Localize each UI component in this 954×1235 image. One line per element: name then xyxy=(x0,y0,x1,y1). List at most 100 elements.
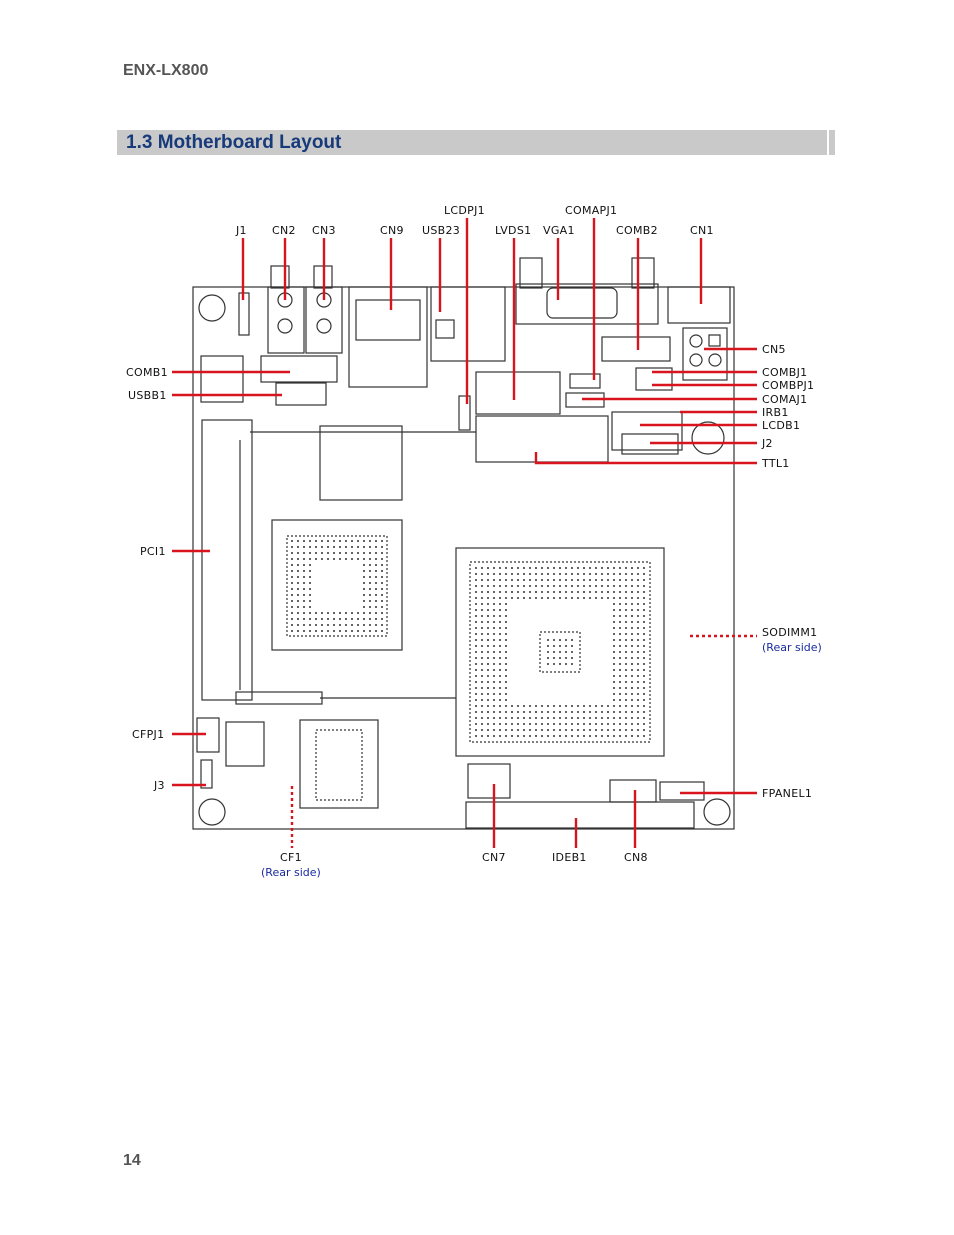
bga-pin xyxy=(625,681,627,683)
section-heading-bar: 1.3 Motherboard Layout xyxy=(117,130,835,155)
bga-pin xyxy=(595,585,597,587)
bga-pin xyxy=(309,546,311,548)
bga-pin xyxy=(643,657,645,659)
bga-pin xyxy=(541,573,543,575)
bga-pin xyxy=(613,621,615,623)
bga-pin xyxy=(619,615,621,617)
bga-pin xyxy=(595,591,597,593)
bga-pin xyxy=(577,567,579,569)
bga-pin xyxy=(291,558,293,560)
label-comaj1: COMAJ1 xyxy=(762,393,807,406)
bga-pin xyxy=(619,591,621,593)
bga-pin xyxy=(327,612,329,614)
bga-pin xyxy=(321,624,323,626)
bga-pin xyxy=(577,735,579,737)
mounting-hole xyxy=(198,294,226,322)
label-ttl1: TTL1 xyxy=(761,457,790,470)
bga-pin xyxy=(291,606,293,608)
bga-pin xyxy=(505,687,507,689)
bga-pin xyxy=(505,699,507,701)
bga-pin xyxy=(315,552,317,554)
bga-pin xyxy=(553,591,555,593)
bga-pin xyxy=(523,579,525,581)
bga-pin xyxy=(511,723,513,725)
bga-pin xyxy=(625,567,627,569)
bga-pin xyxy=(493,591,495,593)
bga-pin xyxy=(369,606,371,608)
bga-pin xyxy=(381,546,383,548)
bga-pin xyxy=(375,552,377,554)
bga-pin xyxy=(309,606,311,608)
bga-pin xyxy=(613,591,615,593)
bga-pin xyxy=(309,558,311,560)
bga-pin xyxy=(547,723,549,725)
comapj1-jumper xyxy=(569,373,601,389)
bga-pin xyxy=(589,735,591,737)
bga-pin xyxy=(499,669,501,671)
bga-pin xyxy=(589,567,591,569)
bga-pin xyxy=(637,645,639,647)
bga-pin xyxy=(577,573,579,575)
bga-pin xyxy=(631,579,633,581)
bga-pin xyxy=(511,597,513,599)
bga-pin xyxy=(643,711,645,713)
bga-pin xyxy=(363,546,365,548)
bga-pin xyxy=(339,624,341,626)
bga-pin xyxy=(363,624,365,626)
bga-pin xyxy=(619,627,621,629)
bga-pin xyxy=(345,630,347,632)
bga-pin xyxy=(613,699,615,701)
bga-pin xyxy=(571,567,573,569)
j3-header xyxy=(200,759,213,789)
bga-pin xyxy=(613,639,615,641)
bga-pin xyxy=(303,594,305,596)
bga-pin xyxy=(535,717,537,719)
bga-pin xyxy=(487,729,489,731)
bga-pin xyxy=(613,735,615,737)
bga-pin xyxy=(613,723,615,725)
bga-pin xyxy=(529,735,531,737)
bga-pin xyxy=(643,705,645,707)
label-ideb1: IDEB1 xyxy=(552,851,587,864)
bga-pin xyxy=(381,540,383,542)
bga-pin xyxy=(505,717,507,719)
bga-pin xyxy=(625,705,627,707)
bga-pin xyxy=(625,669,627,671)
bga-pin xyxy=(505,693,507,695)
bga-pin xyxy=(595,597,597,599)
bga-pin xyxy=(345,552,347,554)
bga-pin xyxy=(493,681,495,683)
bga-pin xyxy=(619,603,621,605)
bga-pin xyxy=(571,573,573,575)
bga-pin xyxy=(499,645,501,647)
bga-pin xyxy=(297,618,299,620)
lvds1-connector xyxy=(475,371,561,415)
label-cn2: CN2 xyxy=(272,224,296,237)
bga-pin xyxy=(493,651,495,653)
bga-pin xyxy=(375,588,377,590)
bga-pin xyxy=(625,723,627,725)
bga-pin xyxy=(375,612,377,614)
bga-pin xyxy=(303,582,305,584)
bga-pin xyxy=(517,573,519,575)
bga-pin xyxy=(571,585,573,587)
bga-pin xyxy=(511,717,513,719)
bga-pin xyxy=(369,570,371,572)
bga-pin xyxy=(369,540,371,542)
bga-pin xyxy=(375,606,377,608)
bga-pin xyxy=(351,630,353,632)
bga-pin xyxy=(475,597,477,599)
bga-pin xyxy=(493,729,495,731)
bga-pin xyxy=(625,711,627,713)
bga-pin xyxy=(493,633,495,635)
bga-pin xyxy=(321,618,323,620)
bga-pin xyxy=(559,567,561,569)
bga-pin xyxy=(505,597,507,599)
bga-pin xyxy=(553,585,555,587)
bga-pin xyxy=(381,576,383,578)
bga-pin xyxy=(643,615,645,617)
bga-pin xyxy=(297,564,299,566)
bga-pin xyxy=(565,705,567,707)
bga-pin xyxy=(565,639,567,641)
